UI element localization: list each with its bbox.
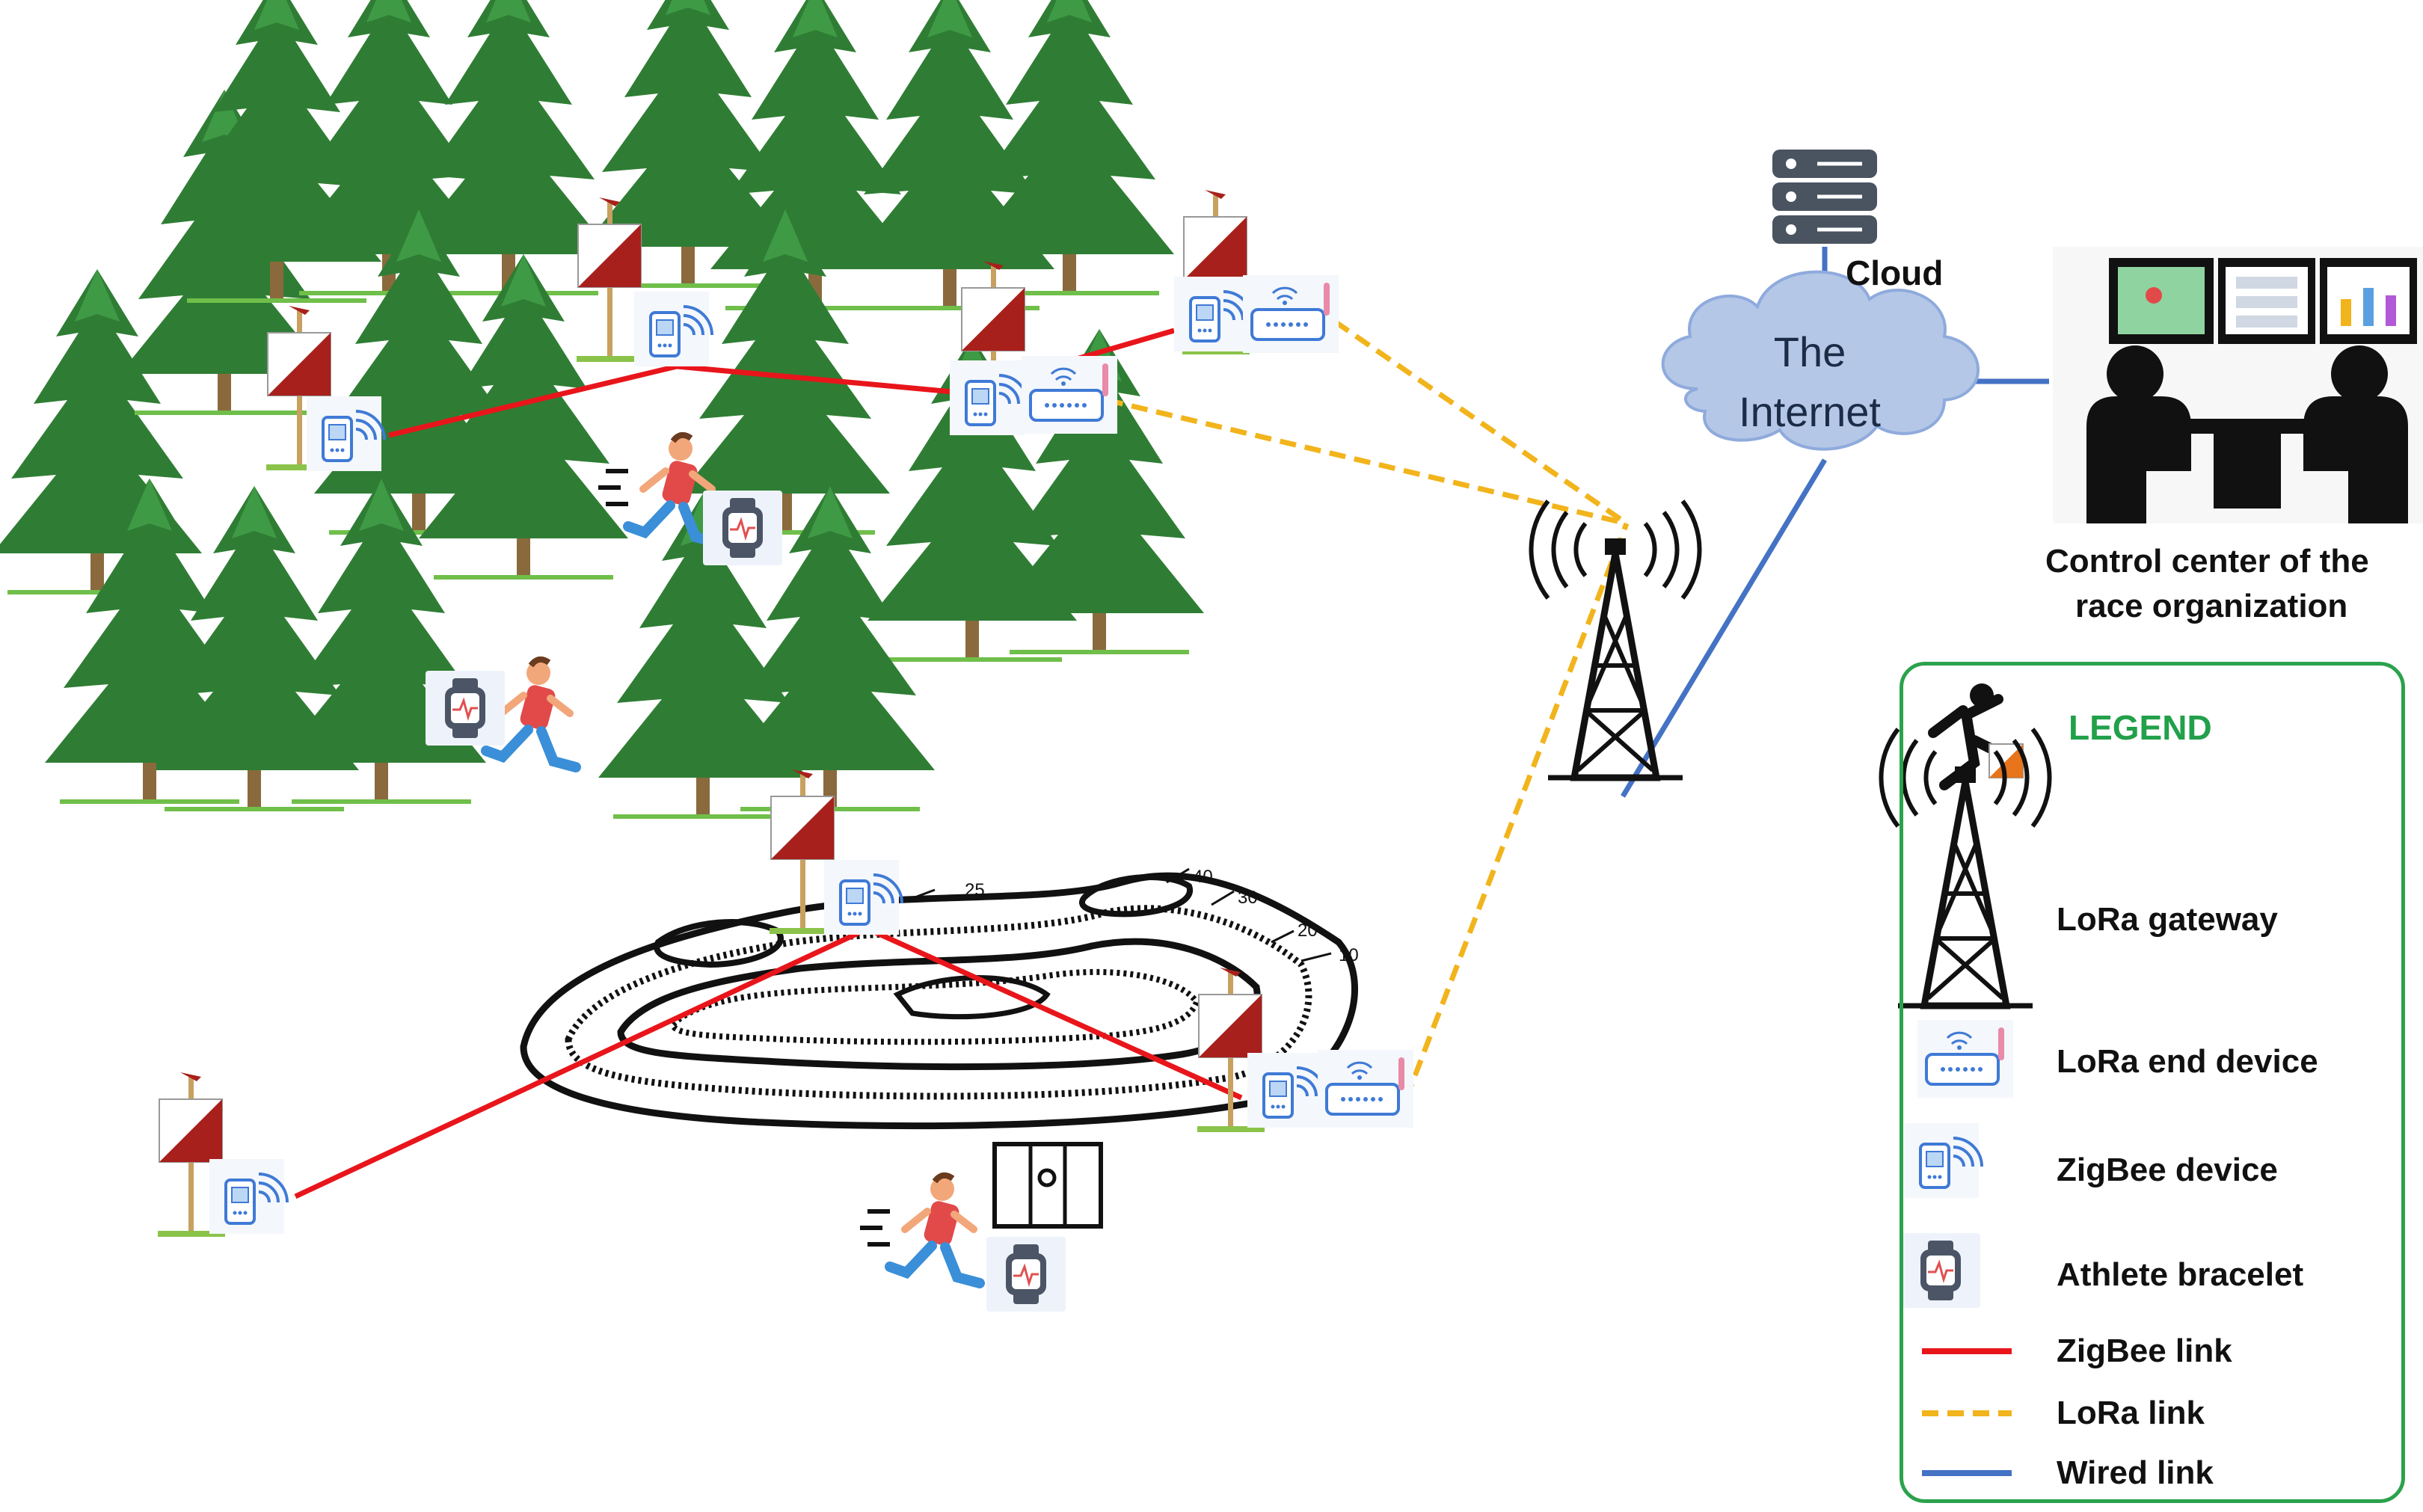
contour-label: 20 bbox=[1298, 921, 1318, 941]
lora-end-device-icon bbox=[1022, 356, 1117, 434]
map-icon bbox=[995, 1144, 1101, 1226]
control-center-label-line1: Control center of the bbox=[2045, 543, 2369, 580]
contour-label: 40 bbox=[1193, 867, 1213, 887]
legend-item-wired-link: Wired link bbox=[2057, 1454, 2214, 1492]
control-center-icon bbox=[2053, 247, 2423, 523]
internet-label-line2: Internet bbox=[1713, 383, 1907, 441]
lora-link bbox=[1107, 400, 1627, 523]
legend-item-lora-link: LoRa link bbox=[2057, 1395, 2205, 1432]
internet-label-line1: The bbox=[1728, 323, 1892, 381]
zigbee-device-icon bbox=[950, 360, 1028, 435]
lora-gateway-icon bbox=[1531, 501, 1699, 778]
lora-link bbox=[1406, 523, 1627, 1099]
legend-item-zigbee-device: ZigBee device bbox=[2057, 1152, 2278, 1189]
legend-item-zigbee-link: ZigBee link bbox=[2057, 1333, 2232, 1370]
contour-label: 30 bbox=[1238, 888, 1258, 908]
athlete-bracelet-icon bbox=[986, 1237, 1066, 1312]
lora-end-device-icon bbox=[1243, 275, 1339, 353]
athlete-bracelet-icon bbox=[426, 671, 505, 746]
legend-title: LEGEND bbox=[2069, 707, 2212, 748]
zigbee-device-icon bbox=[824, 860, 902, 935]
lora-link bbox=[1335, 322, 1627, 523]
control-center-label-line2: race organization bbox=[2075, 588, 2347, 625]
legend-item-lora-end-device: LoRa end device bbox=[2057, 1043, 2318, 1081]
contour-label: 10 bbox=[1339, 945, 1359, 965]
athlete-bracelet-icon bbox=[703, 491, 782, 565]
cloud-label: Cloud bbox=[1846, 253, 1943, 293]
lora-end-device-icon bbox=[1318, 1050, 1413, 1128]
zigbee-device-icon bbox=[307, 396, 384, 471]
terrain-map-icon: 40 30 25 20 10 bbox=[456, 838, 1376, 1137]
legend-item-athlete-bracelet: Athlete bracelet bbox=[2057, 1256, 2303, 1294]
legend-item-lora-gateway: LoRa gateway bbox=[2057, 901, 2278, 938]
zigbee-device-icon bbox=[209, 1159, 287, 1234]
legend bbox=[1900, 662, 2405, 1503]
zigbee-device-icon bbox=[1247, 1053, 1325, 1128]
runner-icon bbox=[860, 1176, 980, 1283]
server-icon bbox=[1772, 150, 1877, 244]
contour-label: 25 bbox=[965, 880, 985, 900]
zigbee-device-icon bbox=[1174, 277, 1252, 351]
zigbee-device-icon bbox=[634, 292, 712, 366]
